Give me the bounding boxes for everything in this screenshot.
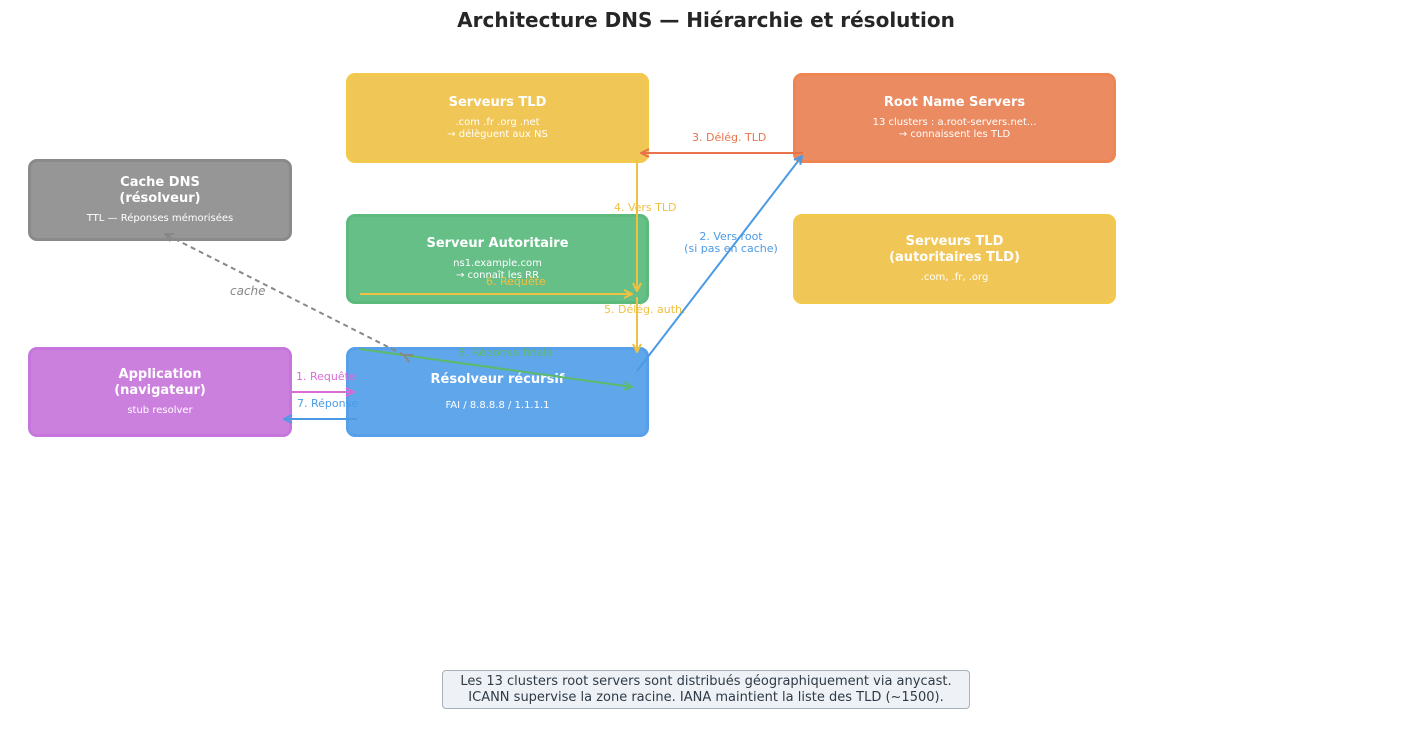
arrow-2-to-root [636, 156, 802, 372]
footnote-box: Les 13 clusters root servers sont distri… [442, 670, 970, 709]
edge-label-2: 2. Vers root (si pas en cache) [684, 230, 778, 255]
edge-label-6: 6. Requête [486, 275, 546, 288]
diagram-title: Architecture DNS — Hiérarchie et résolut… [457, 8, 955, 32]
tld-servers-subtitle: .com .fr .org .net → délèguent aux NS [447, 117, 548, 140]
authoritative-subtitle: ns1.example.com → connaît les RR [453, 258, 542, 281]
root-servers-subtitle: 13 clusters : a.root-servers.net... → co… [872, 117, 1037, 140]
tld-authoritative-title: Serveurs TLD (autoritaires TLD) [889, 234, 1020, 265]
tld-servers-title: Serveurs TLD [448, 95, 547, 110]
application-subtitle: stub resolver [127, 405, 193, 416]
dns-cache-title: Cache DNS (résolveur) [119, 175, 201, 206]
application-title: Application (navigateur) [114, 367, 206, 398]
edge-label-3: 3. Délég. TLD [692, 131, 767, 144]
resolver-subtitle: FAI / 8.8.8.8 / 1.1.1.1 [445, 400, 550, 411]
dns-cache-subtitle: TTL — Réponses mémorisées [86, 213, 234, 224]
authoritative-title: Serveur Autoritaire [426, 236, 569, 251]
root-servers-node: Root Name Servers 13 clusters : a.root-s… [793, 73, 1116, 163]
edge-label-cache: cache [230, 284, 266, 298]
tld-authoritative-subtitle: .com, .fr, .org [920, 272, 989, 283]
edge-label-5: 5. Délég. auth. [604, 303, 686, 316]
dns-cache-node: Cache DNS (résolveur) TTL — Réponses mém… [28, 159, 292, 241]
tld-authoritative-node: Serveurs TLD (autoritaires TLD) .com, .f… [793, 214, 1116, 304]
edge-label-4: 4. Vers TLD [614, 201, 677, 214]
root-servers-title: Root Name Servers [883, 95, 1026, 110]
edge-label-1: 1. Requête [296, 370, 356, 383]
resolver-node: Résolveur récursif FAI / 8.8.8.8 / 1.1.1… [346, 347, 649, 437]
edge-label-7: 7. Réponse [297, 397, 359, 410]
tld-servers-node: Serveurs TLD .com .fr .org .net → délègu… [346, 73, 649, 163]
edge-label-8: 8. Réponse finale [458, 346, 554, 359]
